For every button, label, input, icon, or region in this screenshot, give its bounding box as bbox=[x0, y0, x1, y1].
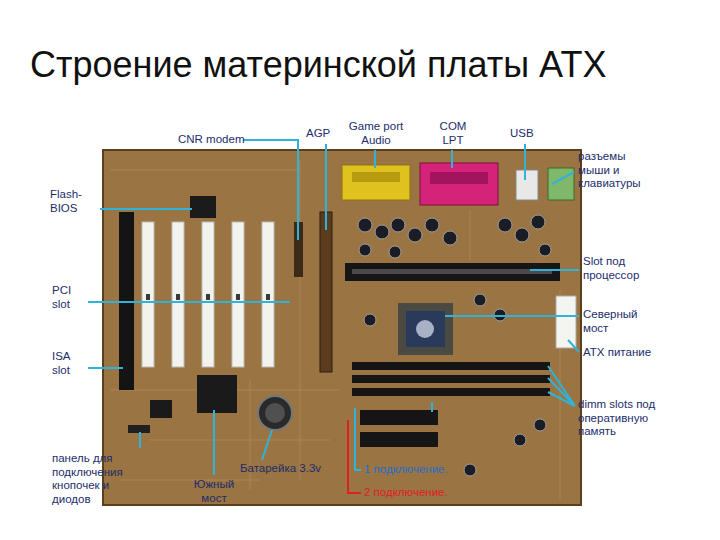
part-label: Slot под процессор bbox=[583, 255, 661, 282]
part-label: Game port Audio bbox=[344, 120, 408, 147]
part-label: ATX питание bbox=[583, 346, 703, 360]
part-label: Северный мост bbox=[583, 308, 655, 335]
part-label: USB bbox=[510, 127, 550, 141]
part-label: Батарейка 3.3v bbox=[240, 462, 340, 476]
part-label: dimm slots под оперативную память bbox=[578, 398, 682, 439]
part-label: CNR modem bbox=[178, 133, 248, 147]
part-label: AGP bbox=[306, 127, 346, 141]
part-label: PCI slot bbox=[52, 284, 86, 311]
legend-text: 2 подключение. bbox=[364, 486, 448, 500]
cpu-slot bbox=[345, 263, 560, 281]
part-label: Южный мост bbox=[184, 478, 244, 505]
leader-lines bbox=[88, 140, 579, 475]
legend-text: 1 подключение. bbox=[364, 463, 448, 477]
part-label: разъемы мыши и клавиатуры bbox=[578, 150, 660, 191]
part-label: ISA slot bbox=[52, 350, 86, 377]
legend-line bbox=[348, 420, 361, 493]
part-label: COM LPT bbox=[432, 120, 474, 147]
board bbox=[103, 150, 581, 505]
part-label: Flash-BIOS bbox=[50, 188, 96, 215]
title: Строение материнской платы ATX bbox=[30, 44, 606, 86]
part-label: панель для подключения кнопочек и диодов bbox=[52, 452, 136, 506]
